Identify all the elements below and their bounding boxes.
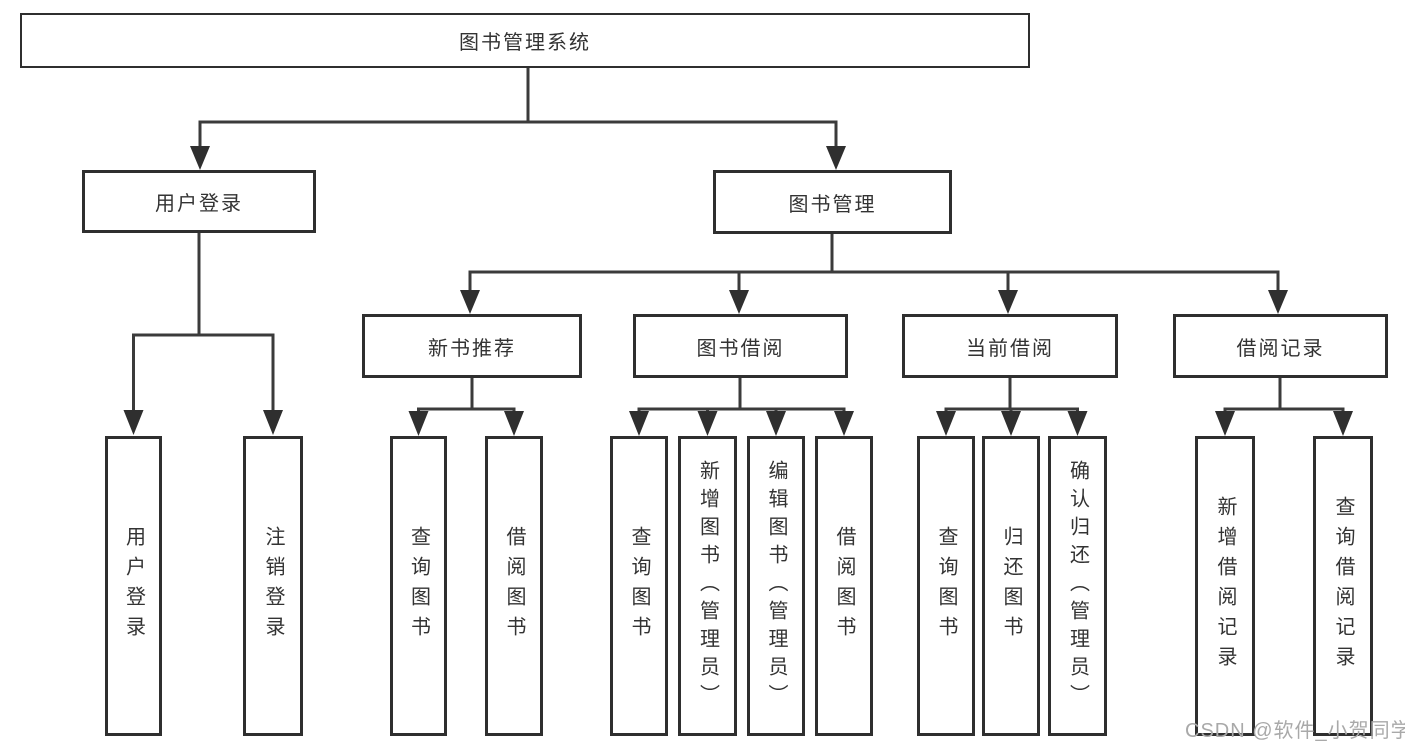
arrow-down-icon <box>1067 411 1088 436</box>
leaf-user-login: 用户登录 <box>105 436 162 736</box>
arrow-down-icon <box>460 290 480 314</box>
arrow-down-icon <box>123 410 144 435</box>
leaf-label: 用户登录 <box>122 526 145 646</box>
arrow-down-icon <box>766 411 786 436</box>
arrow-down-icon <box>263 410 283 435</box>
leaf-edit-books-admin: 编辑图书（管理员） <box>747 436 805 736</box>
arrow-down-icon <box>190 146 210 170</box>
arrow-down-icon <box>729 290 749 314</box>
node-label: 新书推荐 <box>428 337 516 360</box>
leaf-query-books-newbook: 查询图书 <box>390 436 447 736</box>
leaf-query-books-borrow: 查询图书 <box>610 436 668 736</box>
connector-bookmgmt-branch <box>468 270 1280 292</box>
node-book-borrow: 图书借阅 <box>633 314 848 378</box>
arrow-down-icon <box>1215 411 1235 436</box>
leaf-label: 借阅图书 <box>833 526 855 646</box>
arrow-down-icon <box>697 411 718 436</box>
connector-bookborrow-branch <box>637 407 846 413</box>
arrow-down-icon <box>1001 411 1021 436</box>
node-label: 当前借阅 <box>966 337 1054 360</box>
leaf-label: 注销登录 <box>262 526 284 646</box>
leaf-confirm-return-admin: 确认归还（管理员） <box>1048 436 1107 736</box>
leaf-query-books-current: 查询图书 <box>917 436 975 736</box>
leaf-label: 查询图书 <box>935 526 957 646</box>
connector-userlogin-branch <box>132 333 275 412</box>
leaf-label: 编辑图书（管理员） <box>765 460 787 712</box>
arrow-down-icon <box>1268 290 1288 314</box>
arrow-down-icon <box>998 290 1018 314</box>
arrow-down-icon <box>1333 411 1353 436</box>
leaf-return-books: 归还图书 <box>982 436 1040 736</box>
node-label: 图书管理 <box>788 193 877 216</box>
arrowheads <box>123 146 1353 436</box>
connector-root-branch <box>198 120 838 148</box>
connector-records-branch <box>1223 407 1345 413</box>
leaf-label: 查询借阅记录 <box>1332 496 1354 676</box>
leaf-label: 查询图书 <box>407 526 430 646</box>
leaf-logout-login: 注销登录 <box>243 436 303 736</box>
leaf-label: 归还图书 <box>1000 526 1022 646</box>
node-label: 用户登录 <box>155 193 243 215</box>
node-user-login: 用户登录 <box>82 170 316 233</box>
leaf-label: 新增图书（管理员） <box>696 460 719 712</box>
node-label: 借阅记录 <box>1236 337 1325 360</box>
node-current-borrow: 当前借阅 <box>902 314 1118 378</box>
leaf-add-books-admin: 新增图书（管理员） <box>678 436 737 736</box>
arrow-down-icon <box>408 411 429 436</box>
node-book-management: 图书管理 <box>713 170 952 234</box>
leaf-borrow-books-newbook: 借阅图书 <box>485 436 543 736</box>
arrow-down-icon <box>504 411 524 436</box>
leaf-label: 查询图书 <box>628 526 650 646</box>
arrow-down-icon <box>834 411 854 436</box>
leaf-label: 新增借阅记录 <box>1214 496 1236 676</box>
leaf-query-borrow-record: 查询借阅记录 <box>1313 436 1373 736</box>
leaf-label: 确认归还（管理员） <box>1066 460 1089 712</box>
node-borrow-records: 借阅记录 <box>1173 314 1388 378</box>
leaf-add-borrow-record: 新增借阅记录 <box>1195 436 1255 736</box>
arrow-down-icon <box>629 411 649 436</box>
node-label: 图书借阅 <box>696 337 785 360</box>
connector-newbook-branch <box>417 407 516 413</box>
node-label: 图书管理系统 <box>459 32 591 54</box>
csdn-watermark: CSDN @软件_小贺同学 <box>1185 720 1405 742</box>
leaf-label: 借阅图书 <box>503 526 525 646</box>
node-library-management-system: 图书管理系统 <box>20 13 1030 68</box>
arrow-down-icon <box>826 146 846 170</box>
leaf-borrow-books-borrow: 借阅图书 <box>815 436 873 736</box>
node-new-book-recommend: 新书推荐 <box>362 314 582 378</box>
arrow-down-icon <box>936 411 956 436</box>
